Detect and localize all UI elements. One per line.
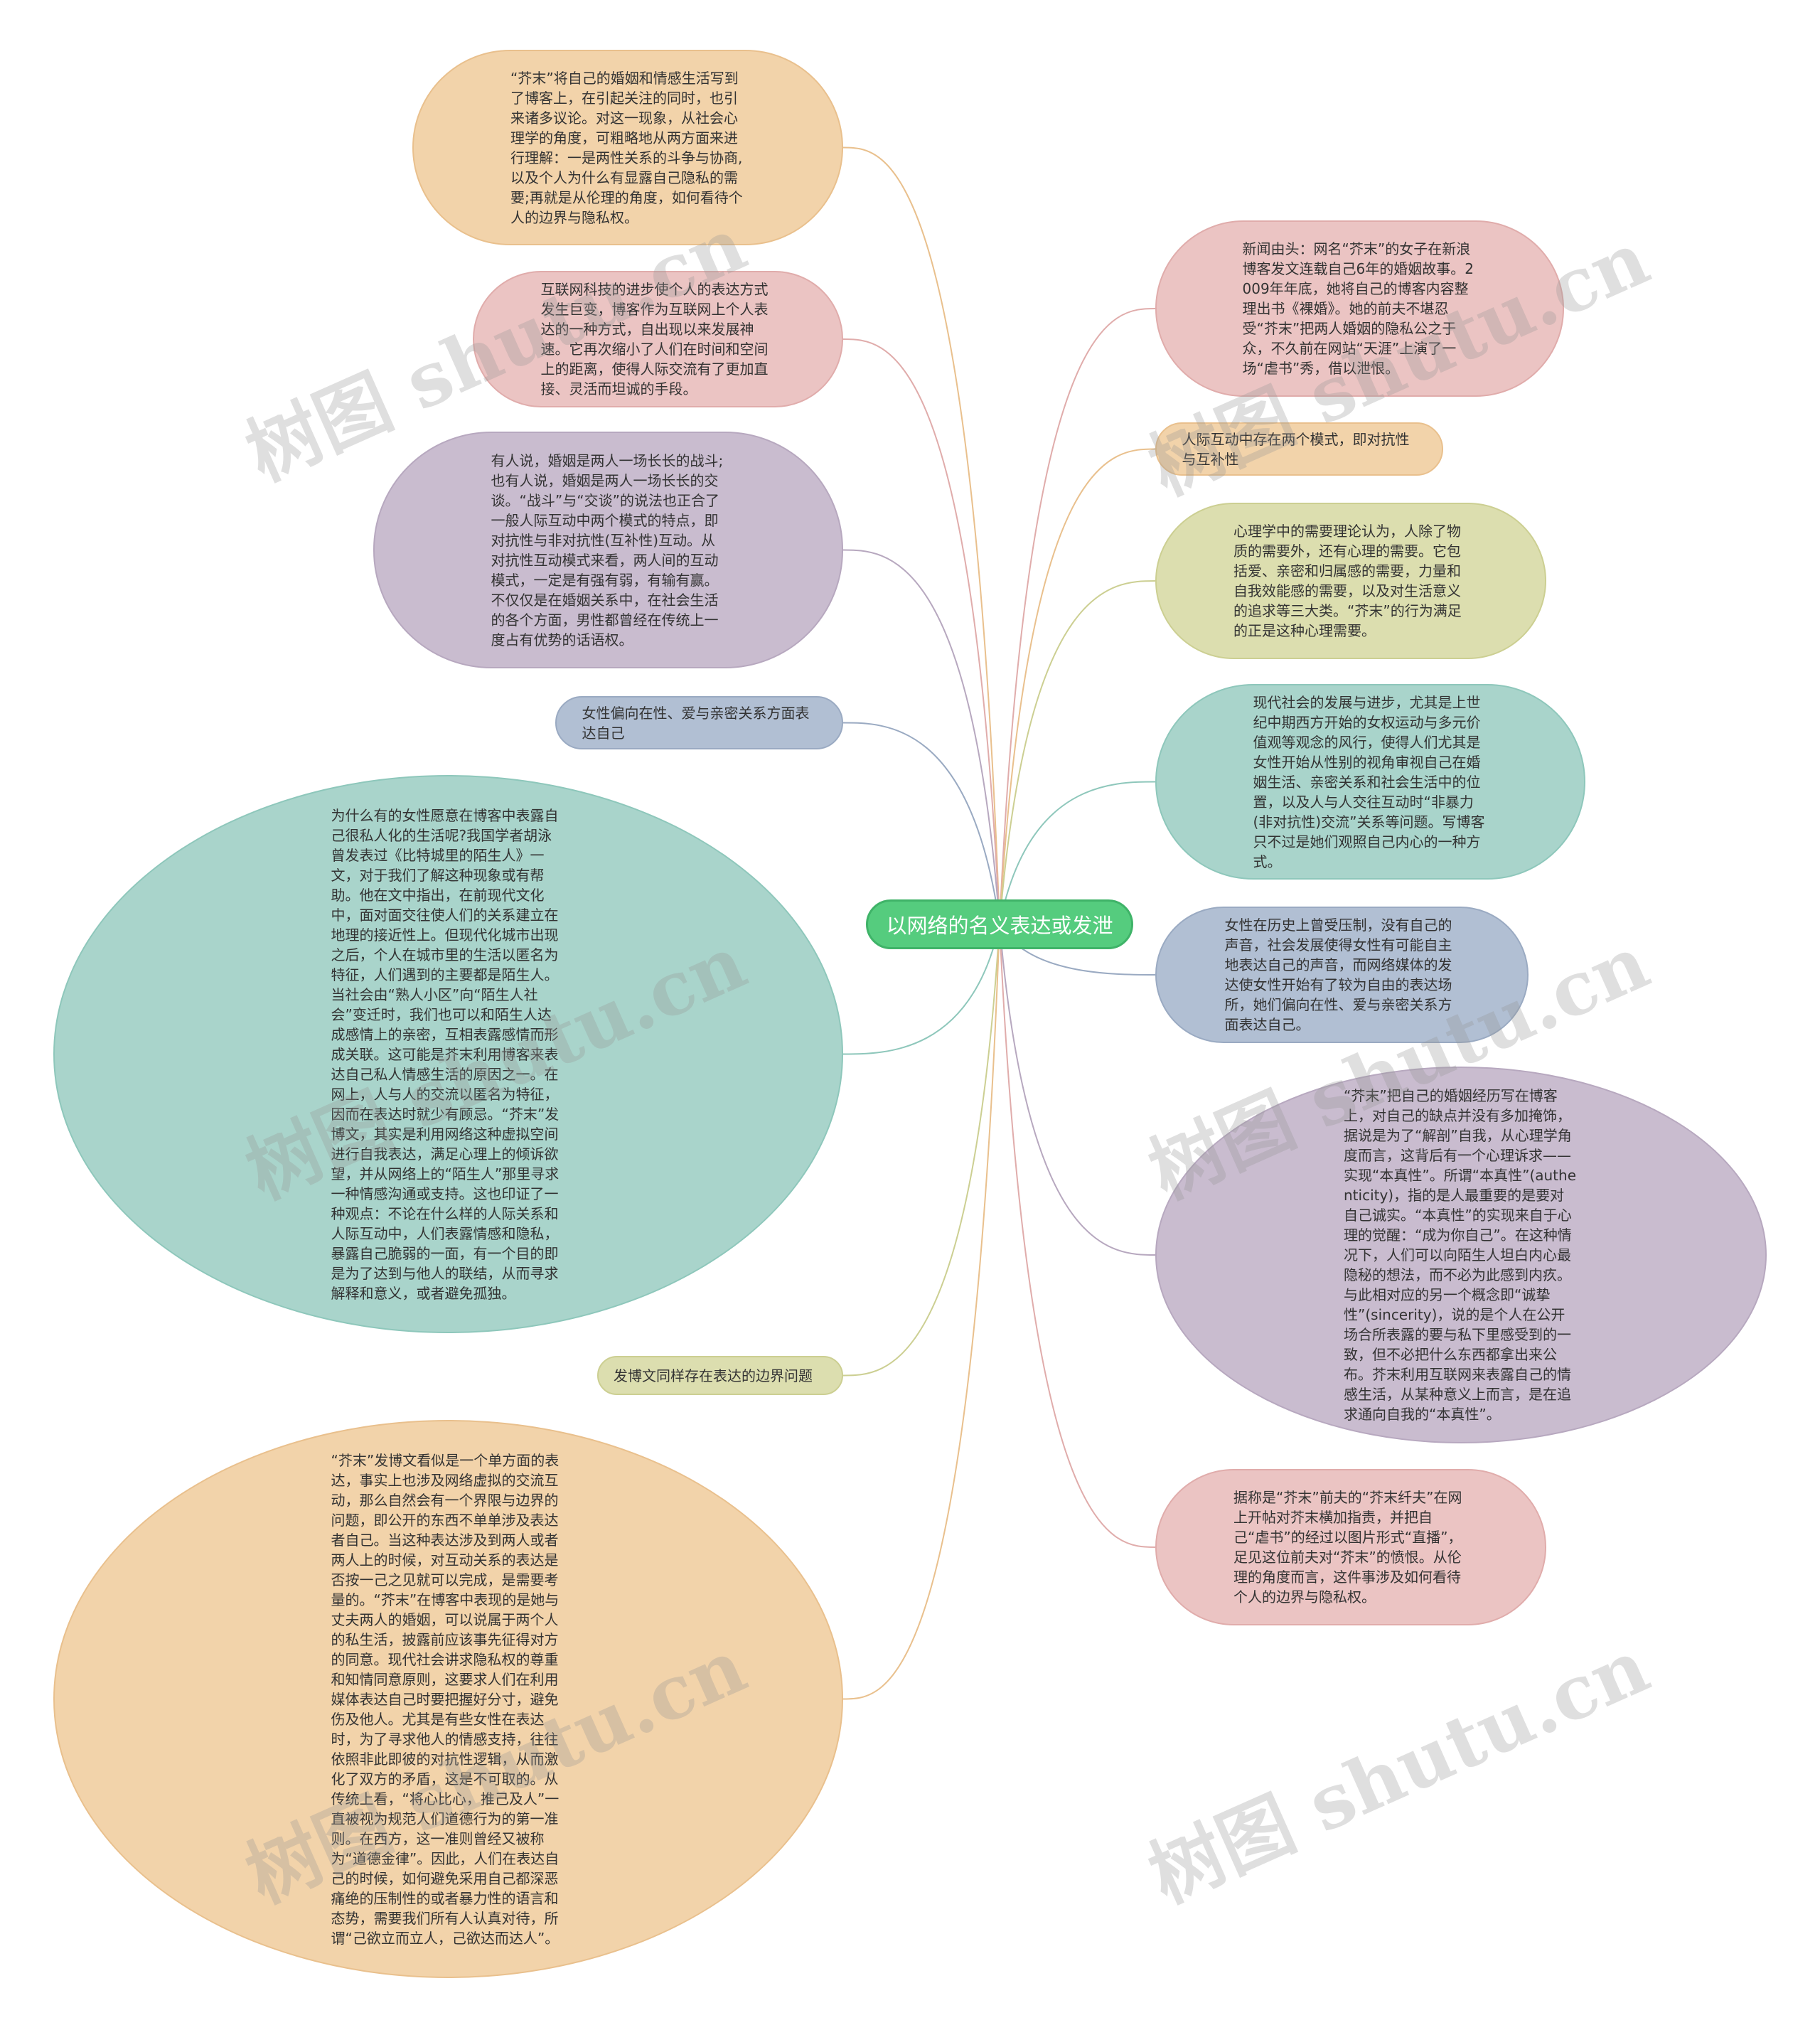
connector-right-4 (999, 781, 1156, 925)
connector-left-3 (842, 549, 1000, 925)
right-node-3-text: 心理学中的需要理论认为，人除了物质的需要外，还有心理的需要。它包括爱、亲密和归属… (1233, 523, 1462, 639)
connector-left-7 (842, 924, 1000, 1700)
connector-right-1 (999, 308, 1156, 925)
connector-left-6 (842, 924, 1000, 1377)
right-node-4[interactable]: 现代社会的发展与进步，尤其是上世纪中期西方开始的女权运动与多元价值观等观念的风行… (1155, 684, 1585, 880)
root-topic-label: 以网络的名义表达或发泄 (886, 914, 1113, 938)
connector-left-2 (842, 338, 1000, 925)
left-node-2-text: 互联网科技的进步使个人的表达方式发生巨变，博客作为互联网上个人表达的一种方式，自… (540, 281, 769, 397)
left-node-1-text: “芥末”将自己的婚姻和情感生活写到了博客上，在引起关注的同时，也引来诸多议论。对… (510, 69, 743, 226)
left-node-6-text: 发博文同样存在表达的边界问题 (614, 1367, 813, 1384)
connector-left-1 (842, 146, 1000, 925)
connector-left-4 (842, 722, 1000, 925)
left-node-2[interactable]: 互联网科技的进步使个人的表达方式发生巨变，博客作为互联网上个人表达的一种方式，自… (473, 271, 843, 407)
left-node-1[interactable]: “芥末”将自己的婚姻和情感生活写到了博客上，在引起关注的同时，也引来诸多议论。对… (412, 50, 843, 245)
right-node-1[interactable]: 新闻由头：网名“芥末”的女子在新浪博客发文连载自己6年的婚姻故事。2009年年底… (1155, 220, 1564, 397)
left-node-4[interactable]: 女性偏向在性、爱与亲密关系方面表达自己 (555, 696, 843, 749)
right-node-2[interactable]: 人际互动中存在两个模式，即对抗性与互补性 (1155, 422, 1443, 476)
right-node-4-text: 现代社会的发展与进步，尤其是上世纪中期西方开始的女权运动与多元价值观等观念的风行… (1253, 693, 1485, 870)
right-node-5[interactable]: 女性在历史上曾受压制，没有自己的声音，社会发展使得女性有可能自主地表达自己的声音… (1155, 907, 1529, 1043)
left-node-3-text: 有人说，婚姻是两人一场长长的战斗;也有人说，婚姻是两人一场长长的交谈。“战斗”与… (491, 452, 724, 648)
right-node-1-text: 新闻由头：网名“芥末”的女子在新浪博客发文连载自己6年的婚姻故事。2009年年底… (1242, 240, 1474, 377)
right-node-7[interactable]: 据称是“芥末”前夫的“芥末纤夫”在网上开帖对芥末横加指责，并把自己“虐书”的经过… (1155, 1469, 1546, 1625)
right-node-6-text: “芥末”把自己的婚姻经历写在博客上，对自己的缺点并没有多加掩饰，据说是为了“解剖… (1344, 1087, 1577, 1423)
right-node-5-text: 女性在历史上曾受压制，没有自己的声音，社会发展使得女性有可能自主地表达自己的声音… (1224, 917, 1452, 1033)
connector-left-5 (842, 924, 1000, 1055)
left-node-7-text: “芥末”发博文看似是一个单方面的表达，事实上也涉及网络虚拟的交流互动，那么自然会… (331, 1451, 560, 1947)
left-node-5[interactable]: 为什么有的女性愿意在博客中表露自己很私人化的生活呢?我国学者胡泳曾发表过《比特城… (53, 775, 843, 1333)
root-topic[interactable]: 以网络的名义表达或发泄 (866, 899, 1133, 949)
left-node-7[interactable]: “芥末”发博文看似是一个单方面的表达，事实上也涉及网络虚拟的交流互动，那么自然会… (53, 1420, 843, 1978)
left-node-3[interactable]: 有人说，婚姻是两人一场长长的战斗;也有人说，婚姻是两人一场长长的交谈。“战斗”与… (373, 432, 843, 668)
right-node-6[interactable]: “芥末”把自己的婚姻经历写在博客上，对自己的缺点并没有多加掩饰，据说是为了“解剖… (1155, 1067, 1767, 1443)
left-node-6[interactable]: 发博文同样存在表达的边界问题 (597, 1356, 843, 1395)
right-node-7-text: 据称是“芥末”前夫的“芥末纤夫”在网上开帖对芥末横加指责，并把自己“虐书”的经过… (1233, 1489, 1462, 1606)
right-node-3[interactable]: 心理学中的需要理论认为，人除了物质的需要外，还有心理的需要。它包括爱、亲密和归属… (1155, 503, 1546, 659)
connector-right-7 (999, 924, 1156, 1548)
left-node-5-text: 为什么有的女性愿意在博客中表露自己很私人化的生活呢?我国学者胡泳曾发表过《比特城… (331, 806, 560, 1302)
connector-right-6 (999, 924, 1156, 1256)
right-node-2-text: 人际互动中存在两个模式，即对抗性与互补性 (1182, 430, 1410, 468)
connector-right-2 (999, 448, 1156, 925)
connector-right-3 (999, 580, 1156, 925)
left-node-4-text: 女性偏向在性、爱与亲密关系方面表达自己 (582, 704, 810, 742)
